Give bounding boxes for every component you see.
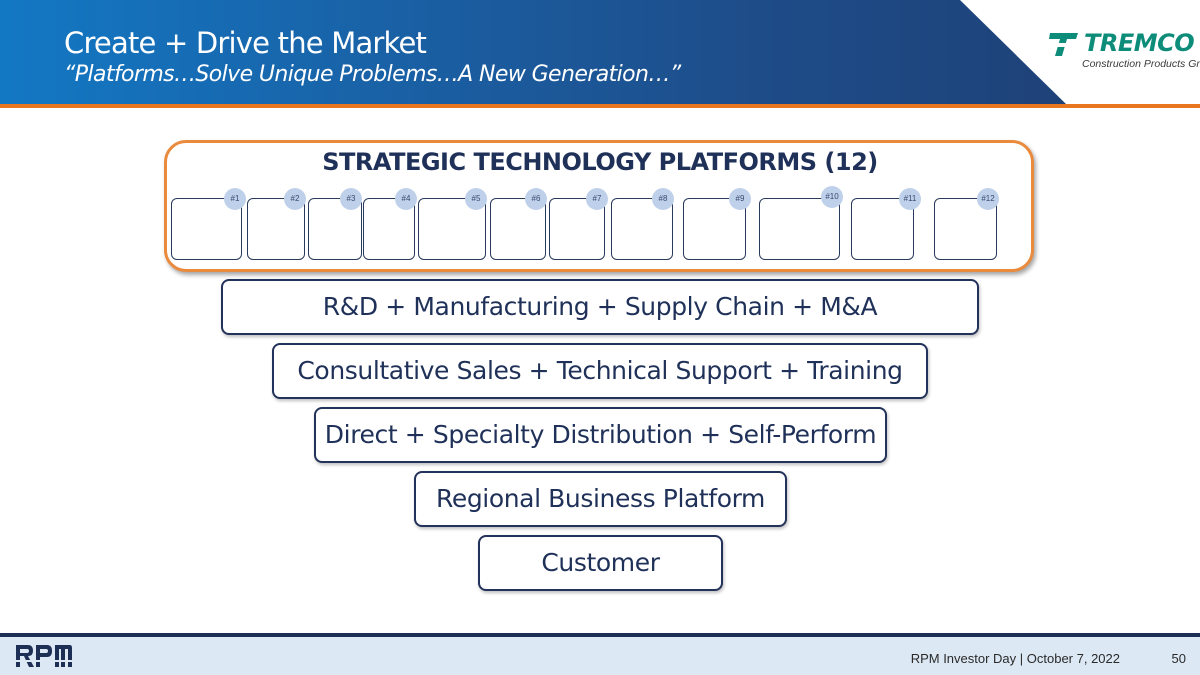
event-caption: RPM Investor Day | October 7, 2022: [910, 651, 1120, 666]
tier-regional-platform: Regional Business Platform: [414, 471, 787, 527]
platform-number-badge: #2: [284, 188, 306, 210]
platform-number-badge: #4: [395, 188, 417, 210]
platforms-title: STRATEGIC TECHNOLOGY PLATFORMS (12): [322, 148, 878, 176]
platform-number-badge: #9: [729, 188, 751, 210]
logo-wordmark: TREMCO: [1084, 29, 1195, 57]
platform-box: [363, 198, 415, 260]
tier-consultative-sales: Consultative Sales + Technical Support +…: [272, 343, 928, 399]
platform-number-badge: #8: [652, 188, 674, 210]
slide-subtitle: “Platforms…Solve Unique Problems…A New G…: [64, 62, 681, 87]
platform-number-badge: #12: [977, 188, 999, 210]
tremco-t-icon: [1049, 33, 1078, 56]
header-band: [0, 0, 1066, 104]
logo-tagline: Construction Products Group: [1082, 58, 1200, 70]
slide-header: Create + Drive the Market “Platforms…Sol…: [0, 0, 1200, 108]
platform-number-badge: #3: [340, 188, 362, 210]
platform-number-badge: #6: [525, 188, 547, 210]
footer-divider: [0, 633, 1200, 637]
platform-number-badge: #11: [899, 188, 921, 210]
rpm-logo-icon: [16, 645, 72, 667]
platform-number-badge: #10: [821, 186, 843, 208]
tier-rd-manufacturing: R&D + Manufacturing + Supply Chain + M&A: [221, 279, 979, 335]
platform-number-badge: #5: [465, 188, 487, 210]
platform-box: [683, 198, 746, 260]
page-number: 50: [1171, 651, 1186, 666]
header-divider: [0, 104, 1200, 108]
tremco-logo: TREMCO Construction Products Group: [1040, 24, 1200, 90]
platform-box: [759, 198, 840, 260]
tier-distribution: Direct + Specialty Distribution + Self-P…: [314, 407, 887, 463]
slide-title: Create + Drive the Market: [64, 26, 427, 60]
slide-footer: RPM Investor Day | October 7, 2022 50: [0, 633, 1200, 675]
tier-customer: Customer: [478, 535, 723, 591]
platform-number-badge: #1: [224, 188, 246, 210]
platform-number-badge: #7: [586, 188, 608, 210]
